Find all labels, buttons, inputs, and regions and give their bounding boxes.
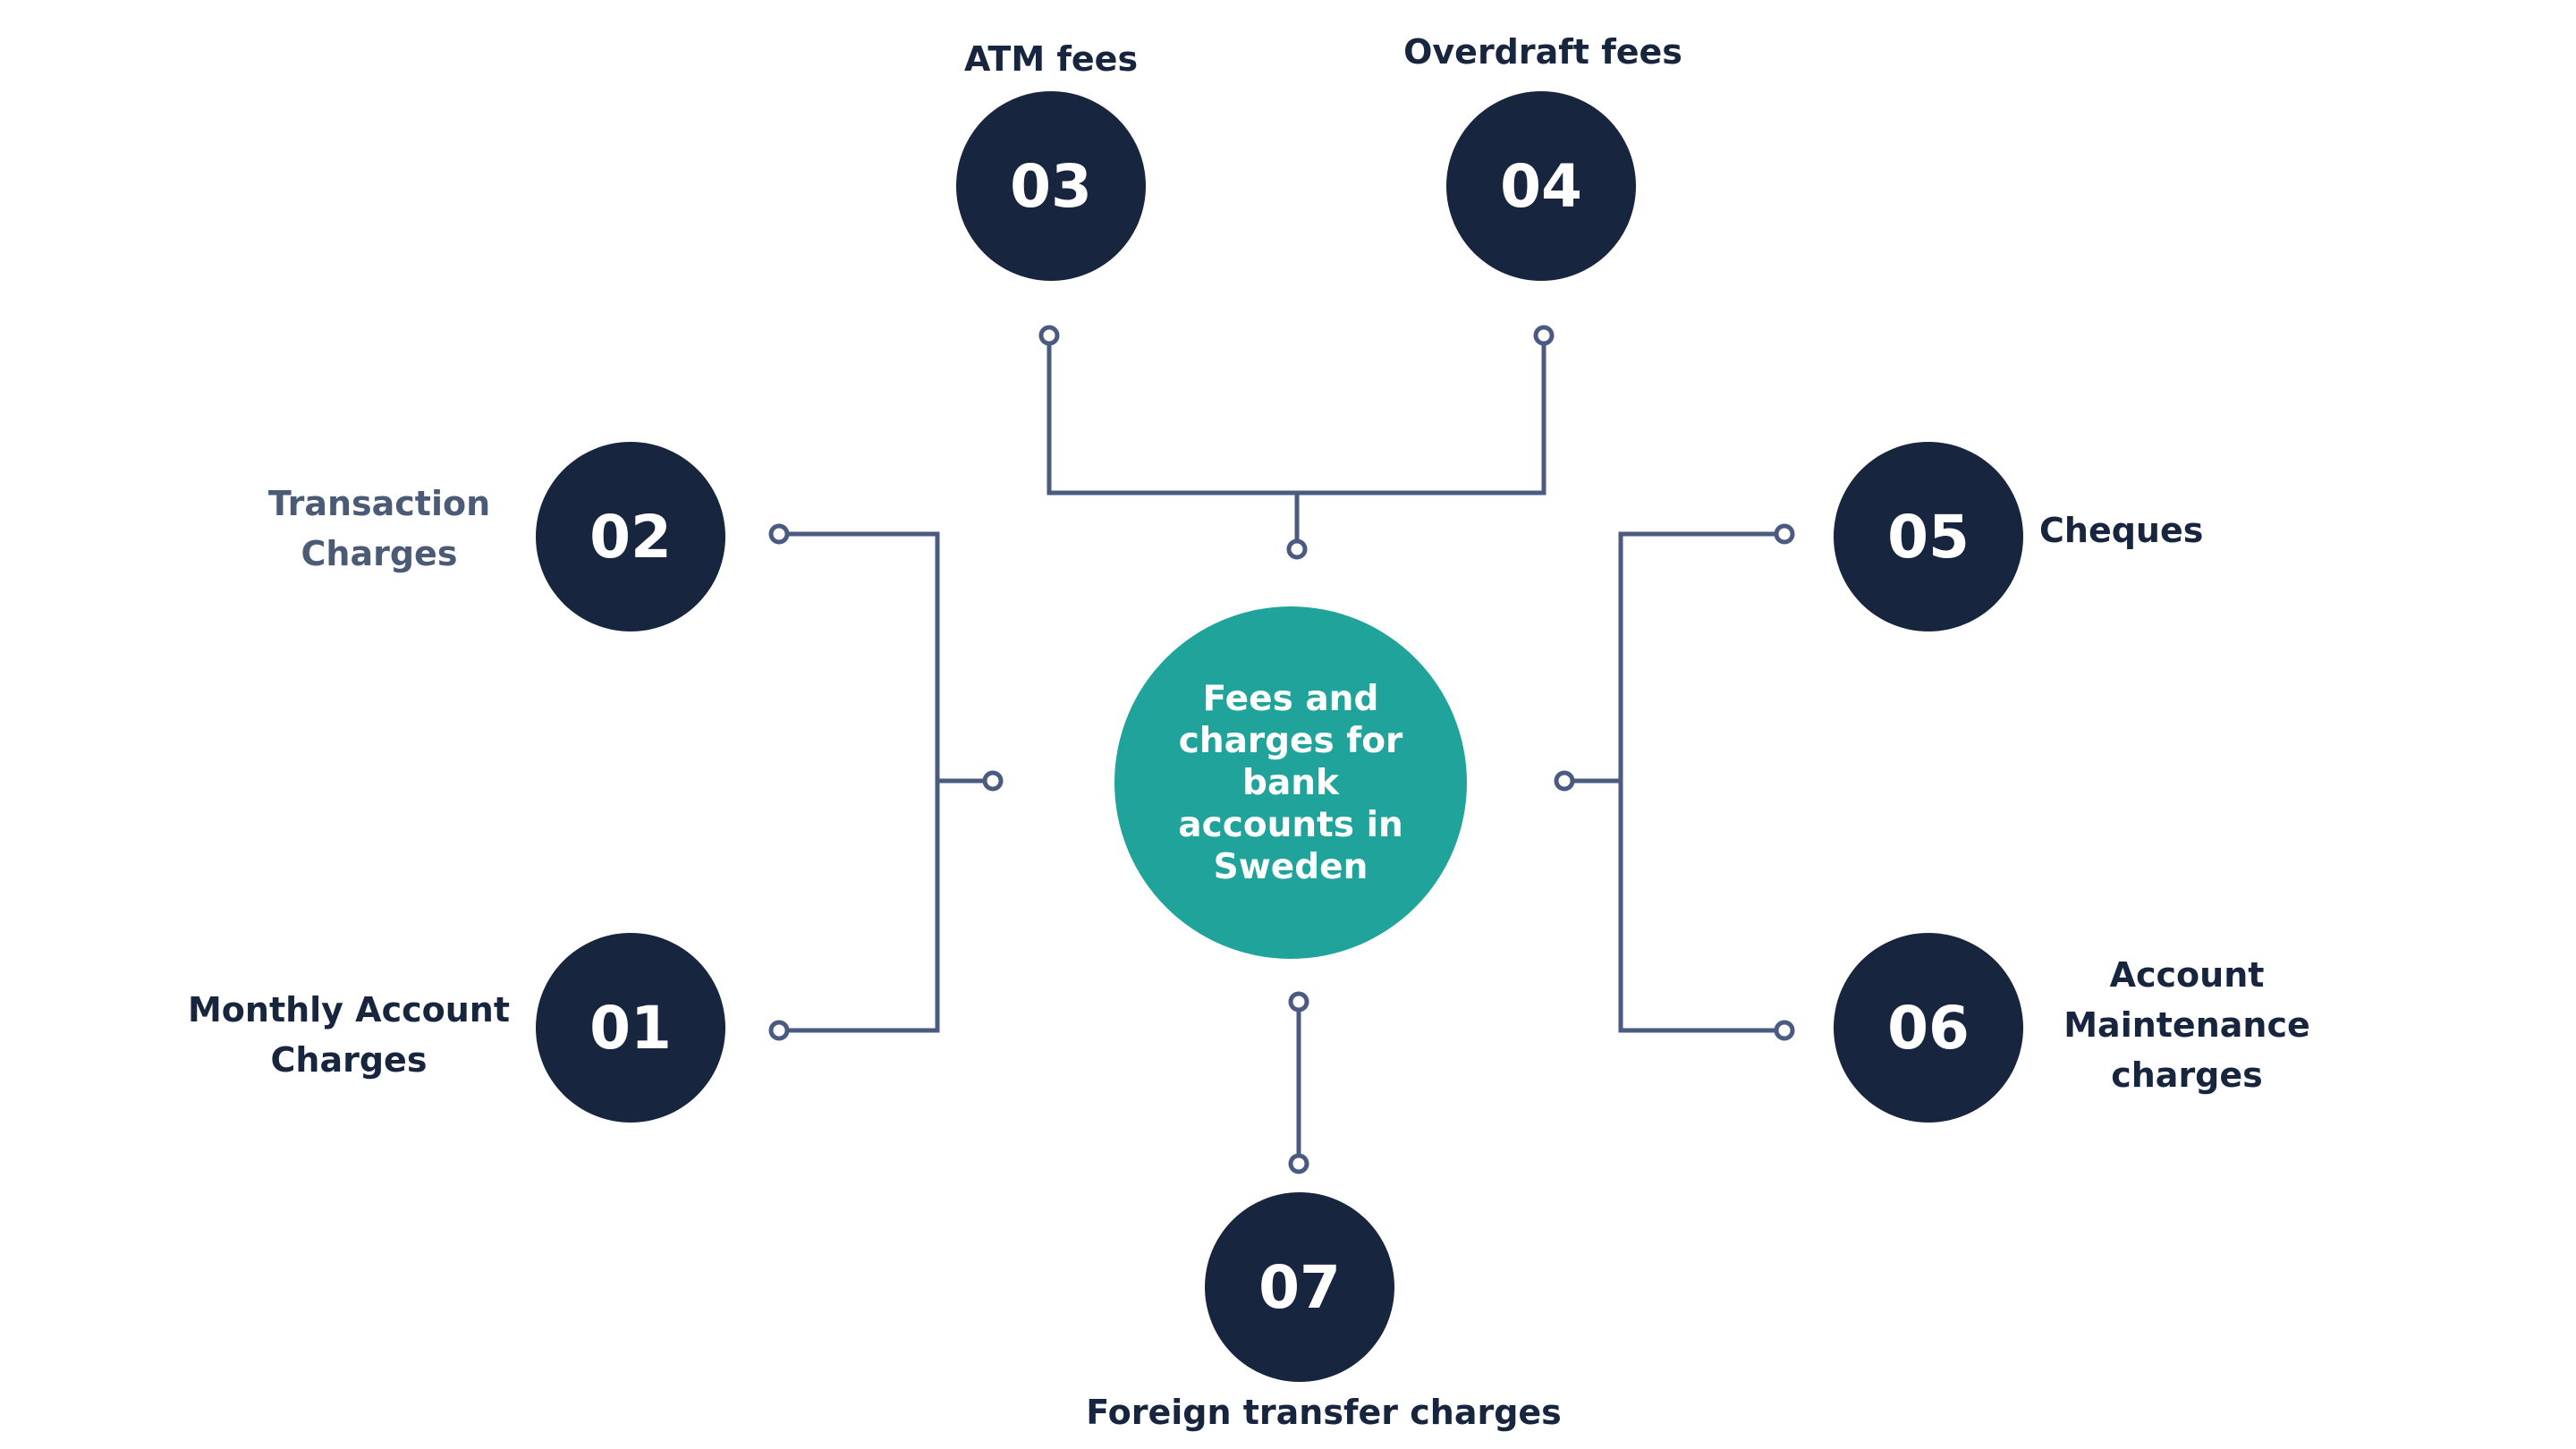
node-05: 05 <box>1834 442 2023 631</box>
connector-right <box>1618 531 1776 1033</box>
node-06-number: 06 <box>1887 993 1970 1063</box>
node-03-number: 03 <box>1010 151 1092 221</box>
node-04-number: 04 <box>1500 151 1582 221</box>
node-01: 01 <box>536 933 725 1123</box>
label-04-line-1: Overdraft fees <box>1403 32 1682 72</box>
connector-dot <box>1288 1153 1309 1174</box>
label-account-maintenance-charges: Account Maintenance charges <box>2044 950 2330 1100</box>
label-overdraft-fees: Overdraft fees <box>1364 27 1722 77</box>
node-03: 03 <box>956 91 1146 281</box>
label-02-line-2: Charges <box>301 534 458 573</box>
label-transaction-charges: Transaction Charges <box>236 479 522 579</box>
label-monthly-account-charges: Monthly Account Charges <box>170 985 528 1085</box>
connector-dot <box>1774 523 1795 545</box>
label-05-line-1: Cheques <box>2039 511 2204 550</box>
node-06: 06 <box>1834 933 2023 1123</box>
label-03-line-1: ATM fees <box>963 39 1139 79</box>
label-01-line-2: Charges <box>270 1040 428 1080</box>
node-04: 04 <box>1446 91 1636 281</box>
label-atm-fees: ATM fees <box>894 34 1208 84</box>
connector-dot <box>1288 991 1309 1013</box>
connector-dot <box>1774 1020 1795 1041</box>
label-06-line-2: Maintenance <box>2063 1005 2310 1045</box>
center-topic-text: Fees and charges for bank accounts in Sw… <box>1178 678 1403 887</box>
label-06-line-3: charges <box>2111 1055 2263 1095</box>
label-01-line-1: Monthly Account <box>187 990 511 1030</box>
connector-dot <box>768 1020 790 1041</box>
node-07: 07 <box>1205 1192 1394 1382</box>
node-02-number: 02 <box>589 502 672 572</box>
connector-left <box>787 531 940 1033</box>
connector-dot <box>1038 325 1060 346</box>
center-topic-circle: Fees and charges for bank accounts in Sw… <box>1114 606 1467 959</box>
label-cheques: Cheques <box>2039 505 2236 555</box>
node-01-number: 01 <box>589 993 672 1063</box>
node-07-number: 07 <box>1258 1252 1341 1322</box>
connector-dot <box>1286 538 1308 560</box>
connector-dot <box>1554 770 1575 792</box>
label-foreign-transfer-charges: Foreign transfer charges <box>1038 1387 1610 1437</box>
label-06-line-1: Account <box>2109 955 2265 995</box>
label-02-line-1: Transaction <box>267 484 491 523</box>
node-05-number: 05 <box>1887 502 1970 572</box>
connector-dot <box>982 770 1004 792</box>
label-07-line-1: Foreign transfer charges <box>1086 1393 1562 1432</box>
node-02: 02 <box>536 442 725 631</box>
connector-dot <box>1533 325 1555 346</box>
connector-dot <box>768 523 790 545</box>
connector-top <box>1046 335 1546 496</box>
